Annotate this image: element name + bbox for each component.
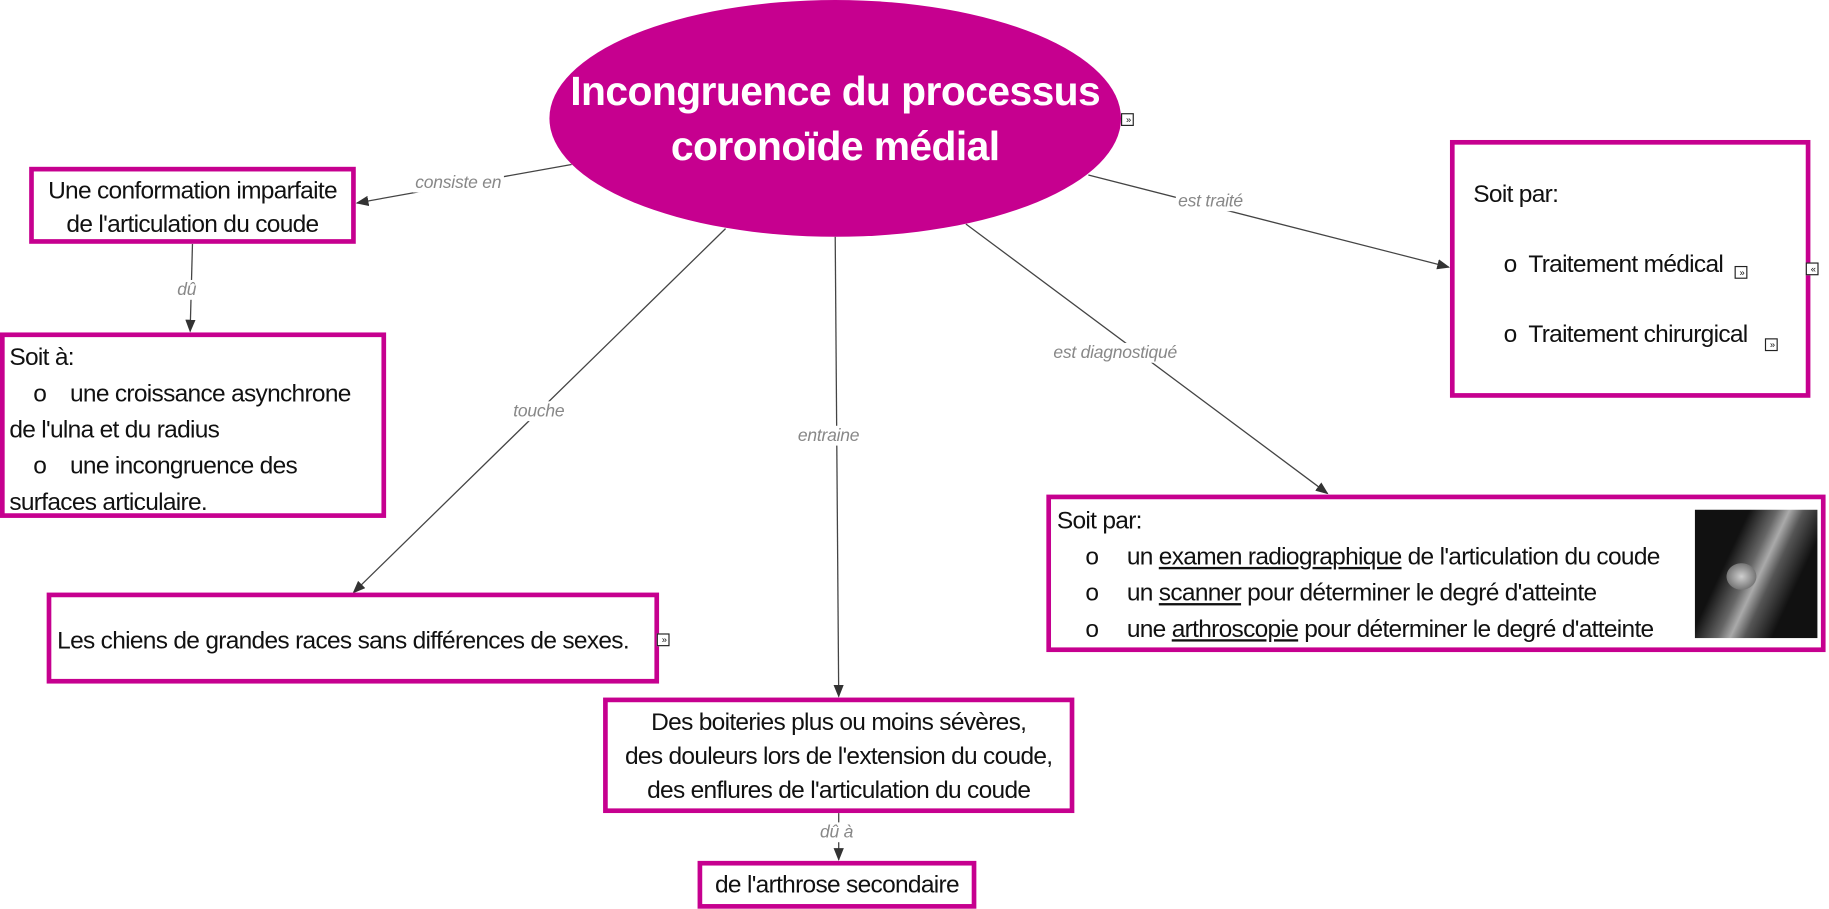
link-label-du-a: dû à [817,822,856,843]
node-arthrose[interactable]: de l'arthrose secondaire [697,860,977,909]
list-item-cont: de l'ulna et du radius [9,416,220,444]
bullet: o [33,380,47,408]
node-title: Soit par: [1473,180,1559,208]
list-text: une [1126,615,1172,643]
link-arthroscopie[interactable]: arthroscopie [1171,615,1299,643]
link-examen-radiographique[interactable]: examen radiographique [1158,543,1402,571]
list-item: Traitement chirurgical [1528,320,1748,348]
bullet: o [1085,579,1099,607]
list-text: un [1126,579,1159,607]
link-label-du: dû [174,279,199,300]
node-text: Les chiens de grandes races sans différe… [57,627,630,655]
collapse-icon[interactable]: « [1805,262,1819,276]
node-races[interactable]: Les chiens de grandes races sans différe… [46,592,660,684]
node-text: Une conformation imparfaite [48,177,338,205]
bullet: o [33,452,47,480]
bullet: o [1085,615,1099,643]
expand-icon[interactable]: » [1121,113,1134,126]
link-label-est-traite: est traité [1175,191,1246,212]
expand-icon[interactable]: » [1734,265,1748,279]
node-text: des douleurs lors de l'extension du coud… [625,743,1053,770]
node-title: Soit par: [1056,507,1143,535]
list-item: Traitement médical [1528,250,1724,278]
link-est-traite [1088,174,1451,270]
node-causes[interactable]: Soit à: o une croissance asynchrone de l'… [0,332,387,518]
node-text: de l'articulation du coude [66,211,319,238]
list-text: pour déterminer le degré d'atteinte [1241,579,1597,607]
link-label-est-diagnostique: est diagnostiqué [1051,342,1180,363]
node-title: Soit à: [9,344,74,371]
list-text: un [1126,543,1159,571]
link-label-entraine: entraine [795,425,862,446]
bullet: o [1085,543,1099,571]
expand-icon[interactable]: » [656,633,670,647]
node-symptoms[interactable]: Des boiteries plus ou moins sévères, des… [603,697,1075,814]
elbow-xray-image [1694,509,1818,639]
list-text: pour déterminer le degré d'atteinte [1298,615,1654,643]
expand-icon[interactable]: » [1764,338,1778,352]
list-item-cont: surfaces articulaire. [9,488,208,516]
root-title-line2: coronoïde médial [670,123,1000,169]
link-label-touche: touche [510,401,567,422]
node-text: des enflures de l'articulation du coude [647,776,1031,804]
link-label-consiste-en: consiste en [412,172,504,193]
link-scanner[interactable]: scanner [1158,579,1242,607]
list-item: une croissance asynchrone [69,380,351,408]
list-item: une incongruence des [69,452,298,480]
node-treatment[interactable]: Soit par: o Traitement médical o Traitem… [1449,139,1811,398]
link-entraine [833,236,844,698]
bullet: o [1503,320,1518,348]
root-concept-node[interactable]: Incongruence du processus coronoïde médi… [549,0,1122,237]
node-conformation[interactable]: Une conformation imparfaite de l'articul… [29,166,356,244]
bullet: o [1503,250,1518,278]
list-text: de l'articulation du coude [1401,543,1661,571]
node-text: de l'arthrose secondaire [715,871,960,899]
node-text: Des boiteries plus ou moins sévères, [651,709,1027,737]
root-title-line1: Incongruence du processus [570,68,1101,114]
